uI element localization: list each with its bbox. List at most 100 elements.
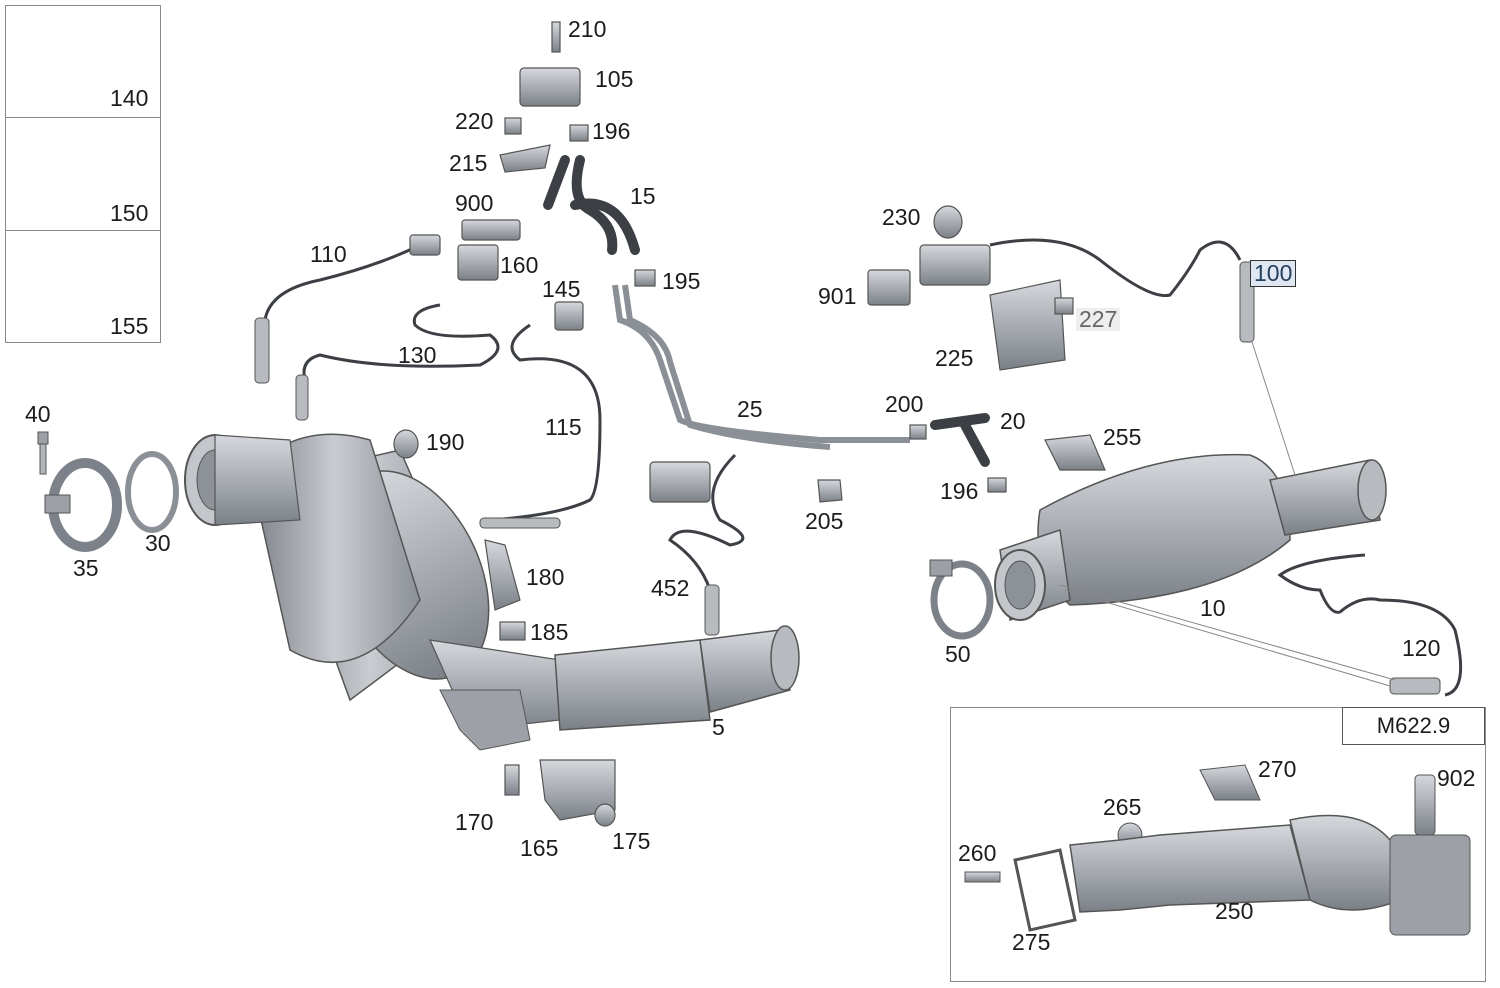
part-210-bolt — [551, 21, 561, 53]
part-145-holder — [554, 301, 584, 331]
callout-902[interactable]: 902 — [1437, 765, 1476, 791]
callout-900[interactable]: 900 — [455, 190, 494, 216]
callout-265[interactable]: 265 — [1103, 794, 1142, 820]
part-227-nut — [1054, 297, 1074, 315]
part-185-nut — [499, 621, 526, 641]
callout-175[interactable]: 175 — [612, 828, 651, 854]
part-452-sensor-box — [649, 461, 711, 503]
part-225-bracket — [989, 279, 1066, 371]
part-165-bracket — [539, 759, 616, 821]
hose-part-15[interactable] — [543, 155, 640, 255]
hose-part-20[interactable] — [930, 413, 990, 467]
callout-110[interactable]: 110 — [310, 241, 347, 267]
part-220-nut — [504, 117, 522, 135]
callout-120[interactable]: 120 — [1402, 635, 1441, 661]
variant-label: M622.9 — [1342, 707, 1485, 745]
callout-225[interactable]: 225 — [935, 345, 974, 371]
sensor-cable-120 — [1277, 553, 1463, 697]
callout-20[interactable]: 20 — [1000, 408, 1026, 434]
part-270-bracket — [1199, 764, 1261, 801]
callout-196-top[interactable]: 196 — [592, 118, 631, 144]
callout-215[interactable]: 215 — [449, 150, 488, 176]
sensor-cable-110 — [263, 243, 421, 321]
callout-40[interactable]: 40 — [25, 401, 51, 427]
callout-25[interactable]: 25 — [737, 396, 763, 422]
callout-210[interactable]: 210 — [568, 16, 607, 42]
part-230-module — [919, 244, 991, 286]
callout-250[interactable]: 250 — [1215, 898, 1254, 924]
pipe-part-25[interactable] — [612, 284, 910, 450]
part-105-sensor — [519, 67, 581, 107]
clamp-part-35[interactable] — [44, 458, 122, 552]
part-900-connector — [461, 219, 521, 241]
callout-140[interactable]: 140 — [110, 85, 149, 111]
callout-452[interactable]: 452 — [651, 575, 690, 601]
callout-190[interactable]: 190 — [426, 429, 465, 455]
part-250-actuator — [1389, 834, 1471, 936]
callout-170[interactable]: 170 — [455, 809, 494, 835]
callout-901[interactable]: 901 — [818, 283, 857, 309]
callout-196-right[interactable]: 196 — [940, 478, 979, 504]
part-180-bracket — [484, 539, 521, 611]
part-205-bracket — [817, 479, 843, 503]
catalog-box-155 — [5, 230, 161, 343]
callout-260[interactable]: 260 — [958, 840, 997, 866]
callout-160[interactable]: 160 — [500, 252, 539, 278]
callout-105[interactable]: 105 — [595, 66, 634, 92]
callout-150[interactable]: 150 — [110, 200, 149, 226]
sensor-cable-130 — [302, 303, 500, 381]
bolt-part-40[interactable] — [37, 431, 49, 475]
part-160-holder — [457, 244, 499, 281]
callout-145[interactable]: 145 — [542, 276, 581, 302]
callout-220[interactable]: 220 — [455, 108, 494, 134]
part-200-ring — [909, 424, 927, 440]
callout-115[interactable]: 115 — [545, 414, 582, 440]
callout-35[interactable]: 35 — [73, 555, 99, 581]
callout-227[interactable]: 227 — [1076, 308, 1121, 331]
callout-255[interactable]: 255 — [1103, 424, 1142, 450]
part-170-bolt — [504, 764, 520, 796]
part-275-gasket — [1013, 848, 1077, 932]
part-196-clip-top — [569, 124, 589, 142]
callout-230[interactable]: 230 — [882, 204, 921, 230]
sensor-cable-100 — [989, 238, 1242, 298]
rear-filter-part-10[interactable] — [994, 453, 1387, 621]
callout-180[interactable]: 180 — [526, 564, 565, 590]
sensor-cable-115 — [489, 323, 602, 522]
callout-200[interactable]: 200 — [885, 391, 924, 417]
dpf-assembly-part-5[interactable] — [184, 433, 800, 751]
part-195-clip — [634, 269, 656, 287]
callout-100[interactable]: 100 — [1250, 260, 1297, 287]
catalog-box-140 — [5, 5, 161, 118]
sensor-cable-452 — [668, 453, 745, 591]
callout-155[interactable]: 155 — [110, 313, 149, 339]
callout-195[interactable]: 195 — [662, 268, 701, 294]
sensor-cables — [263, 238, 1463, 697]
part-190-grommet — [393, 429, 419, 459]
callout-50[interactable]: 50 — [945, 641, 971, 667]
callout-5[interactable]: 5 — [712, 714, 725, 740]
variant-inset-parts — [964, 764, 1471, 936]
callout-165[interactable]: 165 — [520, 835, 559, 861]
variant-inset-frame — [950, 707, 1486, 982]
small-parts[interactable] — [28, 21, 1106, 827]
catalog-box-150 — [5, 117, 161, 231]
callout-130[interactable]: 130 — [398, 342, 437, 368]
leader-lines — [1059, 341, 1396, 687]
gasket-part-30[interactable] — [125, 451, 179, 533]
callout-205[interactable]: 205 — [805, 508, 844, 534]
part-175-nut — [594, 803, 616, 827]
clamp-part-50[interactable] — [929, 559, 994, 640]
part-260-stud — [964, 871, 1001, 883]
callout-275[interactable]: 275 — [1012, 929, 1051, 955]
callout-185[interactable]: 185 — [530, 619, 569, 645]
callout-270[interactable]: 270 — [1258, 756, 1297, 782]
callout-30[interactable]: 30 — [145, 530, 171, 556]
part-215-bracket — [499, 144, 551, 173]
part-196-clip-right — [987, 477, 1007, 493]
part-901-connector — [867, 269, 911, 306]
callout-15[interactable]: 15 — [630, 183, 656, 209]
part-255-bracket — [1044, 434, 1106, 471]
callout-10[interactable]: 10 — [1200, 595, 1226, 621]
